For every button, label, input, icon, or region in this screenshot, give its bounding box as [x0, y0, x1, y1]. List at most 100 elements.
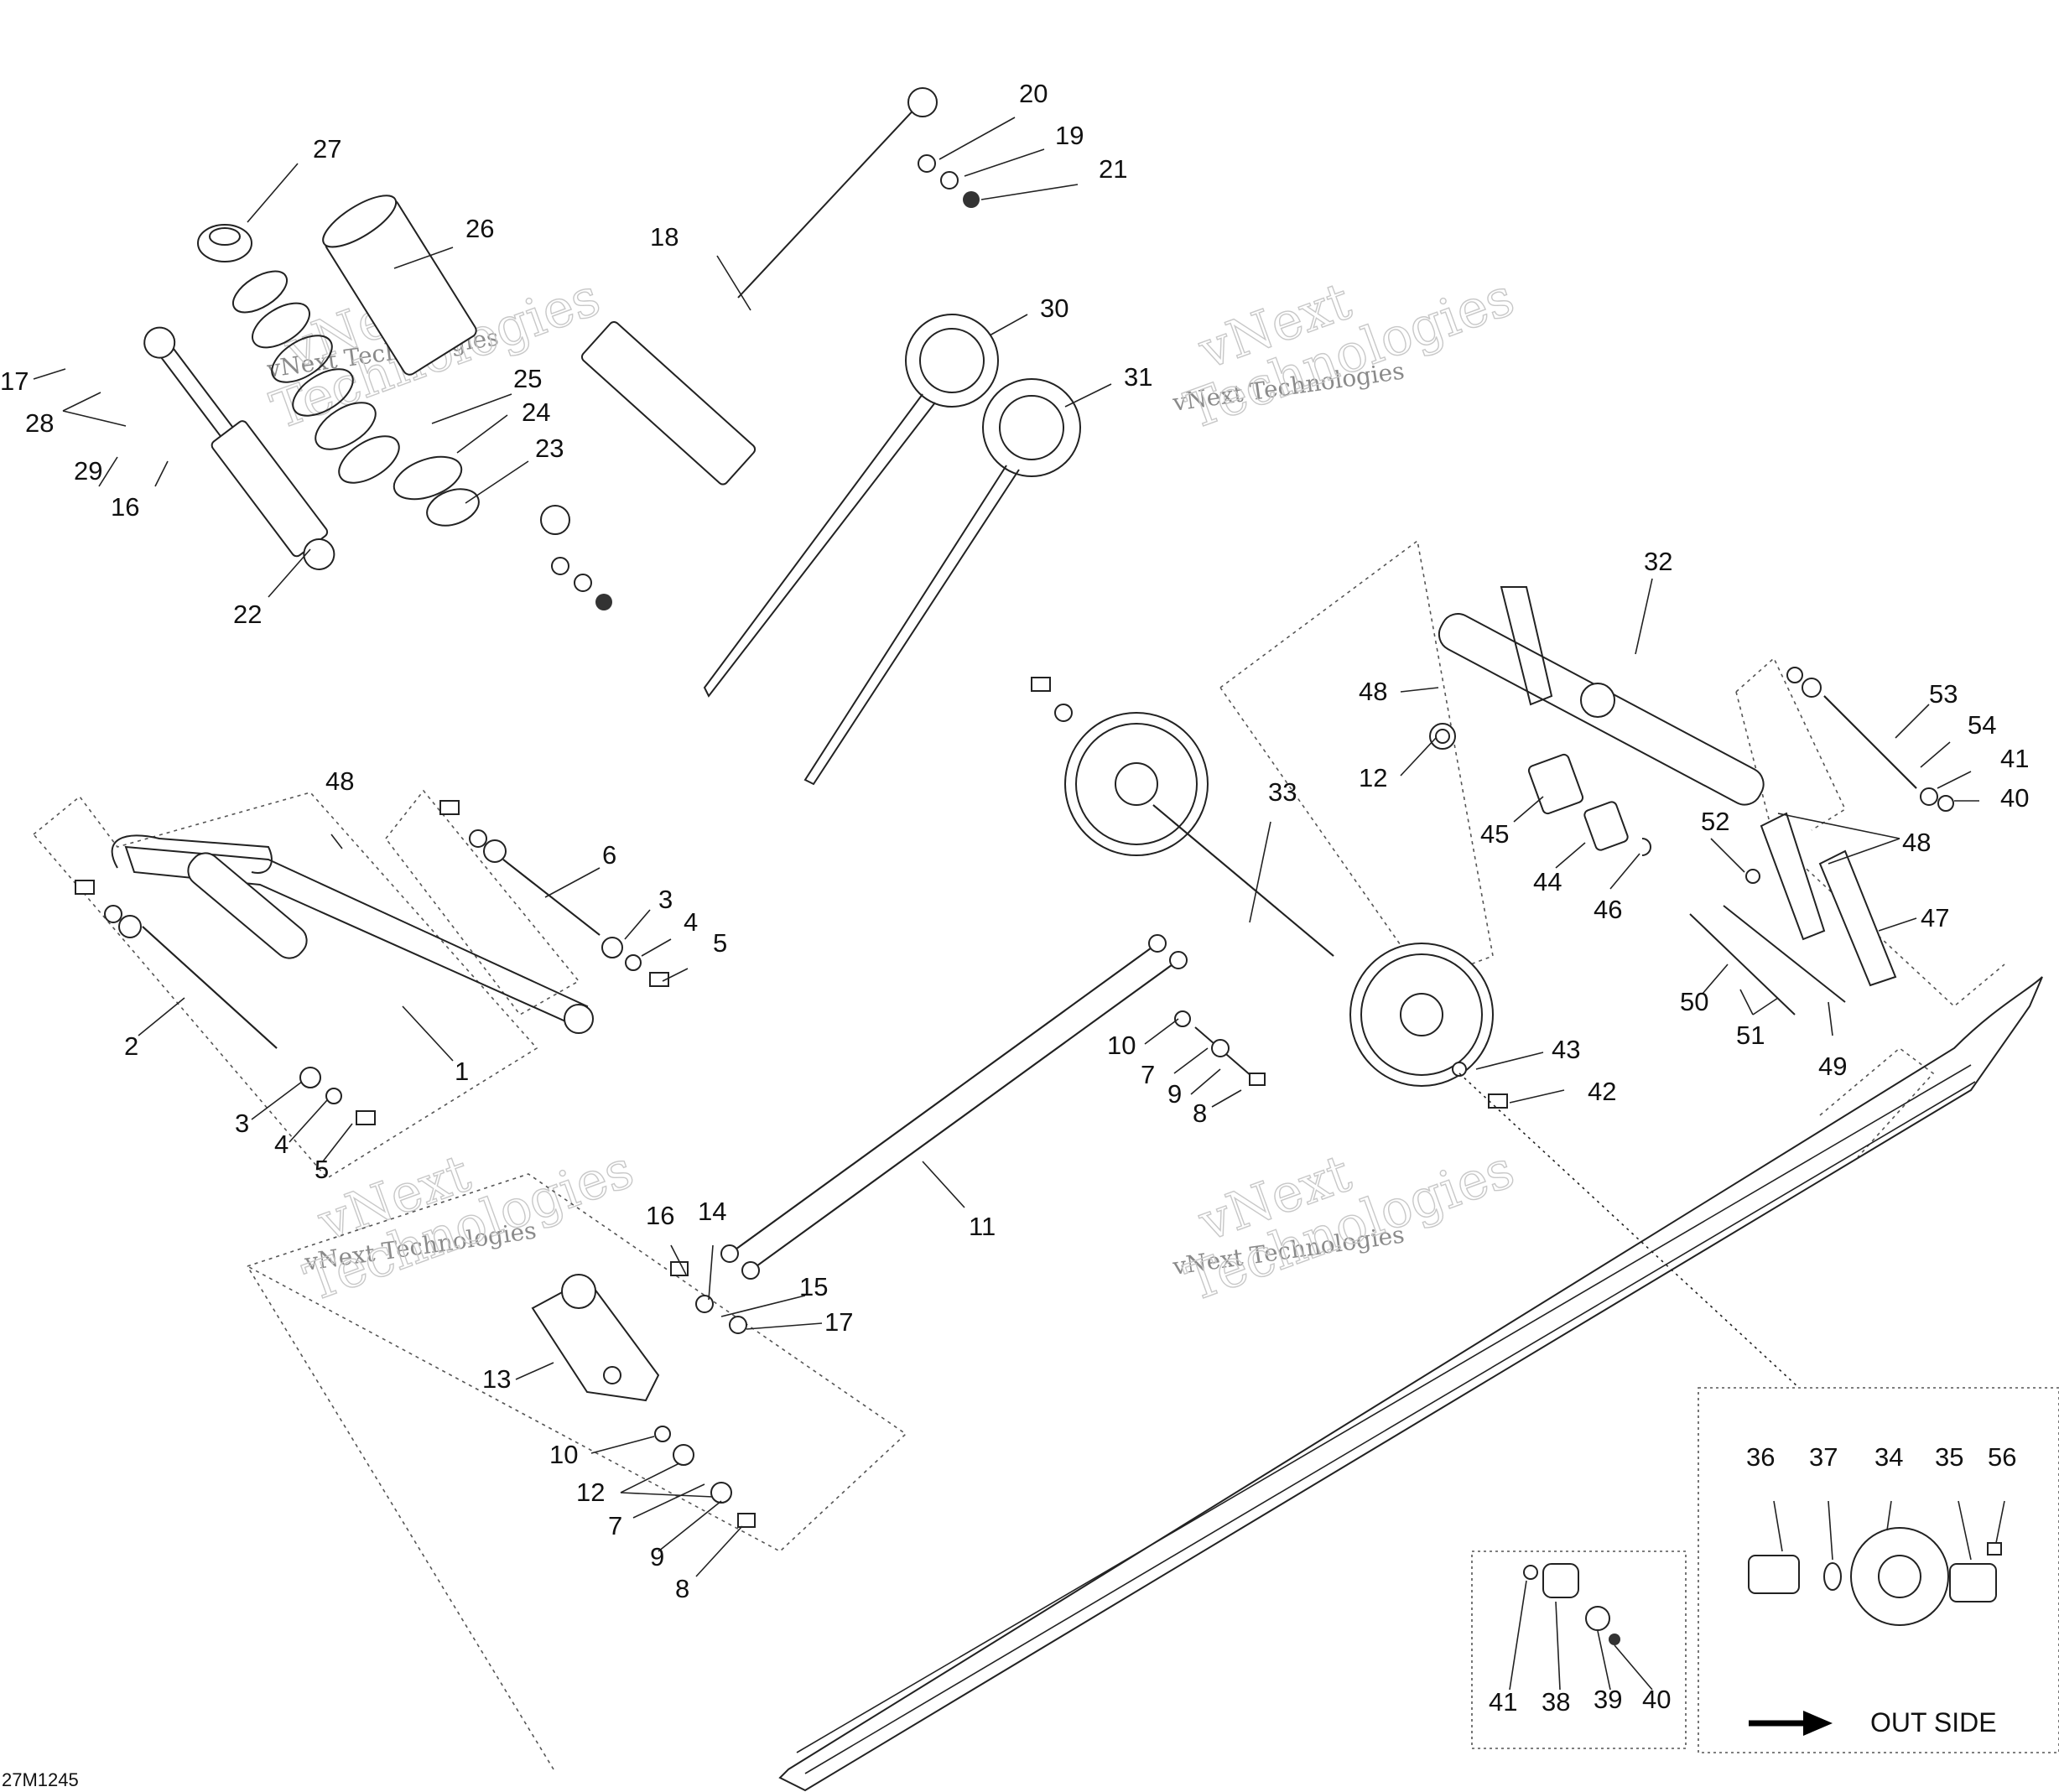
slide-rail — [778, 976, 2043, 1792]
torsion-spring-pair — [703, 314, 1081, 786]
callout-22: 22 — [233, 600, 262, 629]
spring-stopper — [197, 224, 252, 262]
callout-51: 51 — [1736, 1021, 1765, 1050]
rear-bracket-13 — [531, 1261, 756, 1528]
callout-52: 52 — [1701, 807, 1729, 836]
callout-53: 53 — [1929, 679, 1958, 709]
callout-44: 44 — [1533, 867, 1562, 896]
callout-18: 18 — [650, 222, 679, 252]
callout-41-inset: 41 — [1489, 1687, 1517, 1717]
callout-21: 21 — [1099, 154, 1127, 184]
callout-54: 54 — [1968, 710, 1996, 740]
rear-brackets — [1689, 812, 1897, 1015]
callout-50: 50 — [1680, 987, 1708, 1016]
callout-9-lower: 9 — [650, 1542, 664, 1571]
inset-box-bracket — [1471, 1550, 1687, 1749]
callout-10: 10 — [1107, 1031, 1136, 1060]
callout-3: 3 — [658, 885, 673, 914]
callout-34: 34 — [1874, 1442, 1903, 1472]
callout-40-inset: 40 — [1642, 1685, 1671, 1714]
callout-13: 13 — [482, 1364, 511, 1394]
rear-shaft-53 — [1786, 667, 1954, 812]
callout-36: 36 — [1746, 1442, 1775, 1472]
rear-small-parts — [1429, 723, 1651, 856]
callout-31: 31 — [1124, 362, 1152, 392]
callout-28: 28 — [25, 408, 54, 438]
callout-11: 11 — [969, 1212, 996, 1241]
tie-rod-11 — [720, 934, 1188, 1280]
callout-40: 40 — [2000, 783, 2029, 813]
callout-2: 2 — [124, 1031, 138, 1061]
out-side-label: OUT SIDE — [1870, 1707, 1997, 1737]
callout-30: 30 — [1040, 293, 1068, 323]
callout-12: 12 — [1359, 763, 1387, 792]
callout-6: 6 — [602, 840, 616, 870]
callout-5: 5 — [713, 928, 727, 958]
leader-lines — [33, 117, 2005, 1691]
inset-wheel-parts — [1748, 1527, 2002, 1626]
callout-15: 15 — [799, 1272, 828, 1301]
spring-cover-tube — [322, 195, 477, 376]
callout-12-lower: 12 — [576, 1478, 605, 1507]
shock-absorber-rear — [540, 87, 938, 535]
callout-48: 48 — [1359, 677, 1387, 706]
callout-1: 1 — [455, 1057, 469, 1086]
callout-17-lower: 17 — [824, 1307, 853, 1337]
out-side-arrow-icon — [1749, 1711, 1833, 1736]
callout-47: 47 — [1921, 903, 1949, 932]
callout-16-lower: 16 — [646, 1201, 674, 1230]
link-fasteners-right — [1174, 1010, 1266, 1086]
callout-27: 27 — [313, 134, 341, 164]
callout-9: 9 — [1167, 1079, 1182, 1109]
callout-56: 56 — [1988, 1442, 2016, 1472]
callout-7: 7 — [1141, 1060, 1155, 1089]
callout-49: 49 — [1818, 1052, 1847, 1081]
callout-19: 19 — [1055, 121, 1084, 150]
callout-10-lower: 10 — [549, 1440, 578, 1469]
callout-17: 17 — [0, 366, 29, 396]
spring-seat-rings — [393, 455, 480, 527]
watermark-group: vNext Technologies vNext Technologies vN… — [263, 265, 1522, 1313]
callout-43: 43 — [1552, 1035, 1580, 1064]
callout-35: 35 — [1935, 1442, 1963, 1472]
small-fasteners-top — [551, 154, 980, 610]
drawing-number: 27M1245 — [2, 1769, 79, 1790]
callout-25: 25 — [513, 364, 542, 393]
inset-box-wheel — [1698, 1387, 2059, 1753]
shock-absorber-front — [143, 326, 335, 570]
callout-32: 32 — [1644, 547, 1672, 576]
callout-16: 16 — [111, 492, 139, 522]
callout-48-front: 48 — [325, 766, 354, 796]
callout-38: 38 — [1542, 1687, 1570, 1717]
callout-numbers: 27 26 20 19 21 18 17 28 29 16 25 24 23 2… — [0, 79, 2029, 1717]
callout-7-lower: 7 — [608, 1511, 622, 1540]
callout-37: 37 — [1809, 1442, 1838, 1472]
idler-wheel-assembly — [1031, 677, 1508, 1109]
group-outlines — [33, 539, 2005, 1770]
callout-4: 4 — [684, 907, 698, 937]
front-fasteners — [75, 800, 669, 1125]
callout-41: 41 — [2000, 744, 2029, 773]
callout-29: 29 — [74, 456, 102, 486]
callout-42: 42 — [1588, 1077, 1616, 1106]
callout-39: 39 — [1594, 1685, 1622, 1714]
front-arm-assembly — [111, 834, 594, 1049]
callout-46: 46 — [1594, 895, 1622, 924]
callout-4-lower: 4 — [274, 1130, 289, 1159]
callout-14: 14 — [698, 1197, 726, 1226]
callout-26: 26 — [465, 214, 494, 243]
callout-24: 24 — [522, 397, 550, 427]
callout-5-lower: 5 — [315, 1155, 329, 1184]
callout-23: 23 — [535, 434, 564, 463]
coil-spring-front — [232, 270, 400, 484]
callout-3-lower: 3 — [235, 1109, 249, 1138]
callout-8: 8 — [1193, 1099, 1207, 1128]
callout-20: 20 — [1019, 79, 1048, 108]
callout-48-rear: 48 — [1902, 828, 1931, 857]
callout-45: 45 — [1480, 819, 1509, 849]
callout-33: 33 — [1268, 777, 1297, 807]
inset-bracket-parts — [1523, 1563, 1620, 1645]
callout-8-lower: 8 — [675, 1574, 689, 1603]
rear-arm-32 — [1438, 586, 1765, 806]
